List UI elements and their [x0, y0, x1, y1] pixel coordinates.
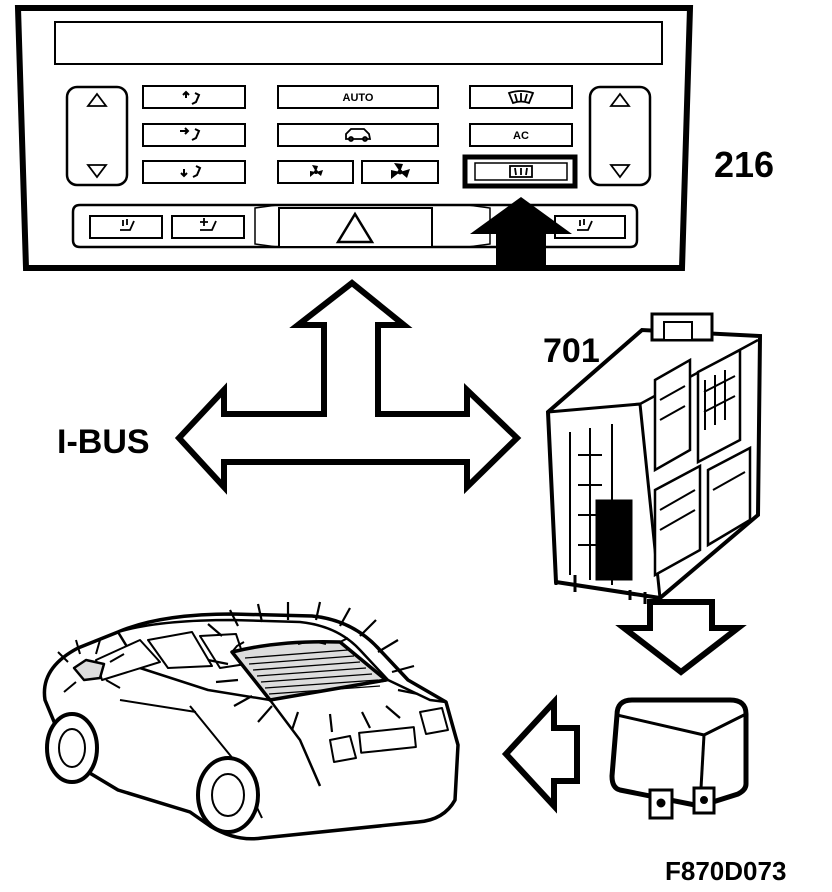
- down-arrow: [615, 599, 747, 676]
- left-arrow: [501, 694, 580, 814]
- right-temperature-rocker[interactable]: [588, 85, 652, 187]
- triangle-up-icon: [86, 92, 108, 107]
- seat-heater-icon: [120, 219, 135, 231]
- air-distribution-body-button[interactable]: [142, 123, 246, 147]
- license-plate: [358, 726, 417, 754]
- ibus-arrow: [174, 279, 522, 495]
- air-distribution-feet-icon: [180, 165, 202, 178]
- rear-window-defrost-icon: [509, 165, 533, 178]
- auto-button[interactable]: AUTO: [277, 85, 439, 109]
- display-strip: [54, 21, 663, 65]
- rear-window-defrost-button[interactable]: [462, 154, 578, 189]
- fan-low-icon: [310, 165, 323, 177]
- auto-button-label: AUTO: [343, 92, 374, 104]
- car-illustration: [42, 601, 460, 841]
- triangle-down-icon: [609, 164, 631, 179]
- control-module-unit: [545, 312, 763, 604]
- recirculation-button[interactable]: [277, 123, 439, 147]
- air-distribution-face-button[interactable]: [142, 85, 246, 109]
- climate-control-panel: AUTO: [14, 5, 694, 271]
- fan-high-button[interactable]: [361, 160, 439, 184]
- ac-button-label: AC: [513, 130, 529, 142]
- control-module-ref-label: 701: [543, 332, 600, 370]
- triangle-down-icon: [86, 164, 108, 179]
- side-mirror-glow: [57, 639, 125, 693]
- recirculation-car-icon: [345, 128, 372, 142]
- fan-low-button[interactable]: [277, 160, 354, 184]
- windshield-defrost-button[interactable]: [469, 85, 573, 109]
- seat-heater-right-button[interactable]: [554, 215, 626, 239]
- seat-heater-left-button[interactable]: [89, 215, 163, 239]
- fan-high-icon: [391, 163, 410, 179]
- ac-button[interactable]: AC: [469, 123, 573, 147]
- air-distribution-face-icon: [182, 90, 201, 105]
- air-distribution-feet-button[interactable]: [142, 160, 246, 184]
- left-temperature-rocker[interactable]: [65, 85, 129, 187]
- seat-vent-icon: [200, 218, 217, 231]
- bus-label: I-BUS: [57, 423, 150, 461]
- rear-window-grid-lines: [244, 649, 381, 695]
- control-panel-ref-label: 216: [714, 144, 774, 185]
- seat-vent-button[interactable]: [171, 215, 245, 239]
- triangle-up-icon: [609, 92, 631, 107]
- windshield-defrost-icon: [507, 90, 535, 105]
- pointer-arrow-icon: [470, 197, 572, 268]
- hazard-button[interactable]: [278, 207, 433, 248]
- relay-unit: [609, 697, 749, 820]
- air-distribution-body-icon: [180, 127, 201, 141]
- figure-code-label: F870D073: [665, 856, 786, 886]
- heat-radiation-lines: [207, 601, 419, 733]
- seat-heater-icon: [577, 219, 593, 231]
- hazard-triangle-icon: [335, 211, 375, 244]
